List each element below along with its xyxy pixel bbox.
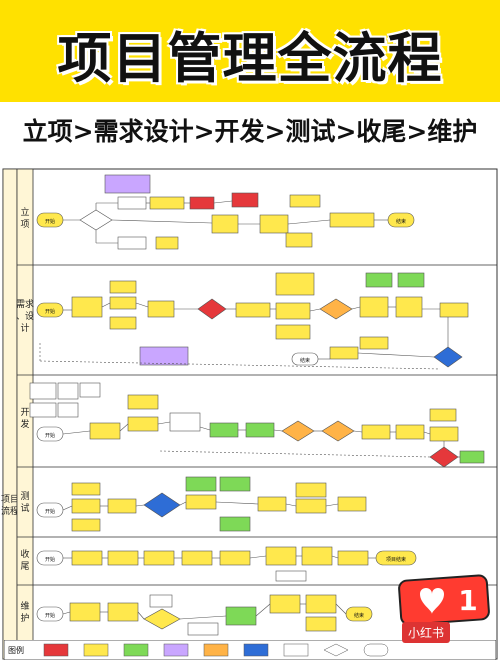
svg-text:1: 1 xyxy=(458,584,477,617)
start-node-maint: 开始 xyxy=(45,612,55,619)
like-badge: 1 xyxy=(398,574,490,626)
svg-text:计: 计 xyxy=(20,322,29,334)
watermark: 小红书 xyxy=(402,622,451,643)
svg-text:发: 发 xyxy=(20,418,29,430)
svg-text:流程: 流程 xyxy=(1,505,19,517)
lane-label-initiation: 立 xyxy=(20,206,29,218)
end-node-design: 结束 xyxy=(300,357,310,364)
end-node-maint: 结束 xyxy=(354,612,364,619)
lane-label-design: 需求 xyxy=(16,298,34,310)
start-node-close: 开始 xyxy=(45,556,55,563)
lane-label-maint: 维 xyxy=(20,600,29,612)
lane-initiation-nodes xyxy=(36,174,415,250)
group-label: 项目 xyxy=(1,494,19,505)
legend-label: 图例 xyxy=(8,645,24,655)
start-node-initiation: 开始 xyxy=(45,218,55,225)
svg-text:护: 护 xyxy=(20,612,29,624)
heart-icon xyxy=(420,588,444,614)
legend: 图例 xyxy=(3,639,497,661)
end-node-initiation: 结束 xyxy=(396,218,406,225)
legend-swatches: 图例 xyxy=(3,639,497,661)
svg-text:尾: 尾 xyxy=(20,561,29,572)
start-node-dev: 开始 xyxy=(45,432,55,439)
title-banner xyxy=(0,0,500,102)
page-title: 项目管理全流程 xyxy=(57,27,443,90)
lane-label-dev: 开 xyxy=(20,407,29,418)
svg-text:试: 试 xyxy=(20,502,29,514)
svg-text:、设: 、设 xyxy=(16,311,34,322)
start-node-test: 开始 xyxy=(45,508,55,515)
start-node-design: 开始 xyxy=(45,308,55,315)
end-node-close: 项目结束 xyxy=(386,556,406,563)
page-subtitle: 立项>需求设计>开发>测试>收尾>维护 xyxy=(22,117,478,146)
lane-label-close: 收 xyxy=(20,548,29,560)
flowchart: 项目 流程 立 项 需求 、设 计 开 发 测 试 收 尾 维 护 xyxy=(1,168,498,660)
lane-label-test: 测 xyxy=(20,491,29,502)
svg-text:项: 项 xyxy=(20,219,29,230)
